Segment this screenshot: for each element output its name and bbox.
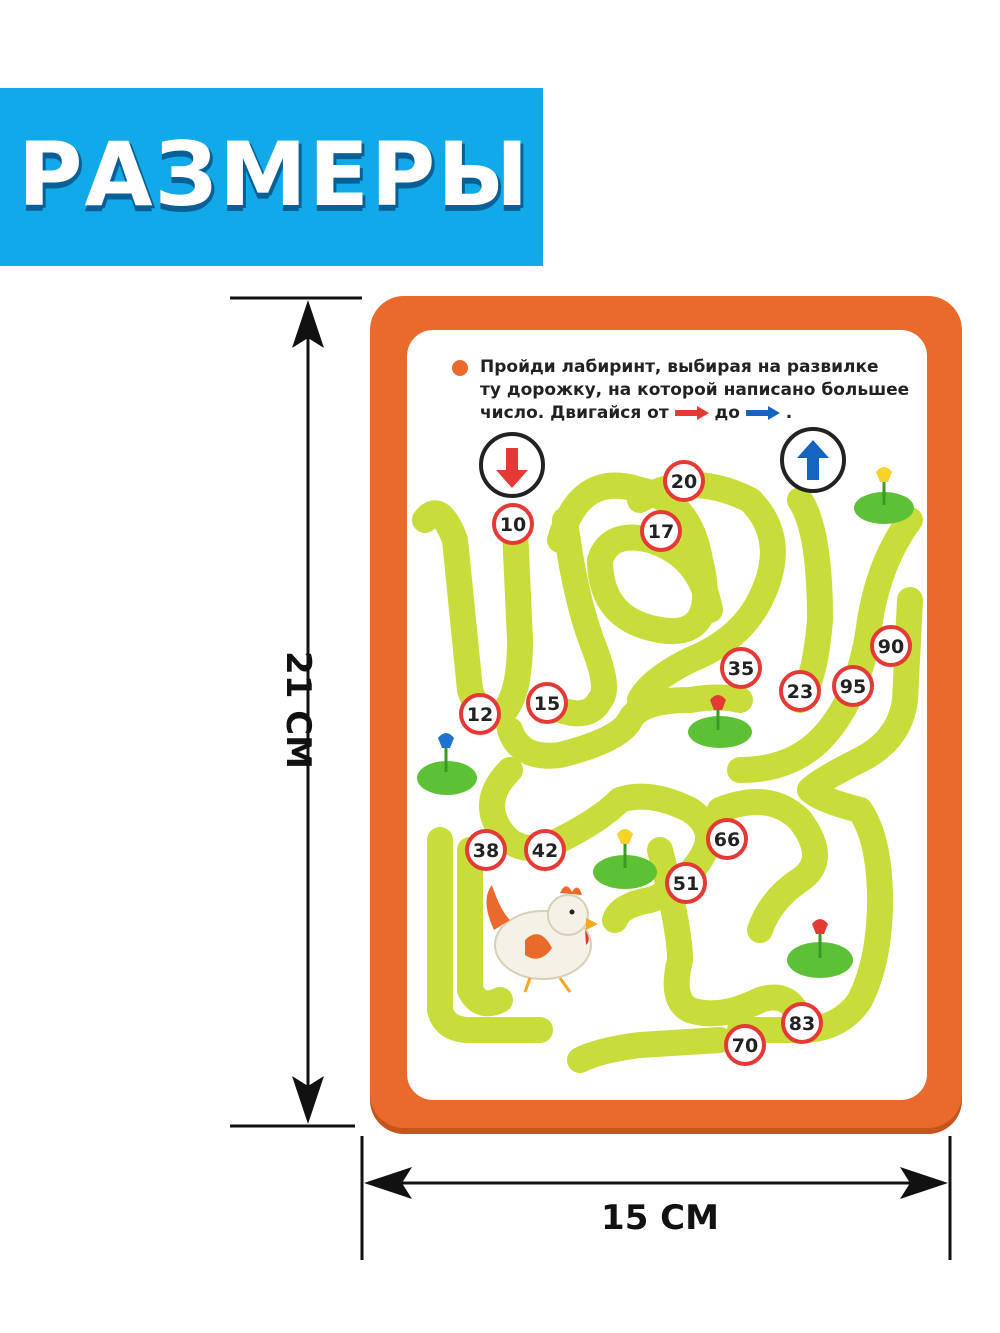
instruction-line-2: ту дорожку, на которой написано большее (480, 380, 910, 400)
number-badge-label: 38 (473, 840, 499, 862)
number-badge-label: 90 (878, 636, 904, 658)
number-badge: 90 (870, 625, 912, 667)
flower-bush-icon (593, 829, 657, 889)
finish-marker (780, 427, 846, 493)
number-badge-label: 66 (714, 829, 740, 851)
down-arrow-icon (496, 448, 528, 488)
flower-bush-icon (854, 467, 914, 524)
number-badge-circle (706, 818, 748, 860)
number-badge: 83 (781, 1002, 823, 1044)
number-badge: 17 (640, 510, 682, 552)
start-marker (479, 432, 545, 498)
number-badge: 51 (665, 862, 707, 904)
banner-title: РАЗМЕРЫ (18, 123, 531, 226)
number-badge-circle (526, 682, 568, 724)
flower-bush-icon (787, 919, 853, 978)
flower-bush-icon (417, 733, 477, 795)
number-badge-circle (524, 829, 566, 871)
number-badge-circle (724, 1024, 766, 1066)
number-badge-circle (640, 510, 682, 552)
red-arrow-icon (674, 406, 709, 420)
number-badge-label: 35 (728, 658, 754, 680)
number-badge: 38 (465, 829, 507, 871)
number-badge-circle (832, 665, 874, 707)
up-arrow-icon (797, 440, 829, 480)
number-badge-label: 23 (787, 681, 813, 703)
number-badge-label: 70 (732, 1035, 758, 1057)
width-label: 15 СМ (601, 1198, 719, 1238)
number-badge: 66 (706, 818, 748, 860)
instruction-text: Пройди лабиринт, выбирая на развилке ту … (480, 356, 910, 425)
number-badge-label: 42 (532, 840, 558, 862)
number-badge-circle (663, 460, 705, 502)
number-badge-circle (465, 829, 507, 871)
number-badge: 70 (724, 1024, 766, 1066)
number-badge-label: 83 (789, 1013, 815, 1035)
blue-arrow-icon (745, 406, 780, 420)
instruction-bullet (452, 360, 468, 376)
number-badge: 20 (663, 460, 705, 502)
number-badge-label: 15 (534, 693, 560, 715)
number-badge-circle (492, 503, 534, 545)
number-badge: 12 (459, 693, 501, 735)
number-badge: 35 (720, 647, 762, 689)
number-badge-circle (459, 693, 501, 735)
number-badge: 10 (492, 503, 534, 545)
number-badge: 15 (526, 682, 568, 724)
number-badge: 23 (779, 670, 821, 712)
instruction-line-1: Пройди лабиринт, выбирая на развилке (480, 357, 879, 377)
number-badge-circle (720, 647, 762, 689)
number-badge-label: 10 (500, 514, 526, 536)
number-badge-label: 12 (467, 704, 493, 726)
number-badge-circle (665, 862, 707, 904)
number-badge-circle (781, 1002, 823, 1044)
number-badge: 42 (524, 829, 566, 871)
number-badge-label: 51 (673, 873, 699, 895)
number-badges: 20 10 17 90 35 95 23 12 15 66 38 42 51 83 70 (459, 460, 912, 1066)
number-badge-label: 95 (840, 676, 866, 698)
instruction-line-3: число. Двигайся от до . (480, 402, 910, 425)
hen-icon (486, 885, 598, 993)
flower-bush-icon (688, 695, 752, 748)
number-badge-circle (870, 625, 912, 667)
number-badge-circle (779, 670, 821, 712)
instruction-line-3b: до (714, 403, 740, 423)
title-banner: РАЗМЕРЫ (0, 88, 543, 266)
number-badge: 95 (832, 665, 874, 707)
instruction-line-3a: число. Двигайся от (480, 403, 669, 423)
number-badge-label: 17 (648, 521, 674, 543)
number-badge-label: 20 (671, 471, 697, 493)
instruction-line-3c: . (785, 403, 793, 423)
